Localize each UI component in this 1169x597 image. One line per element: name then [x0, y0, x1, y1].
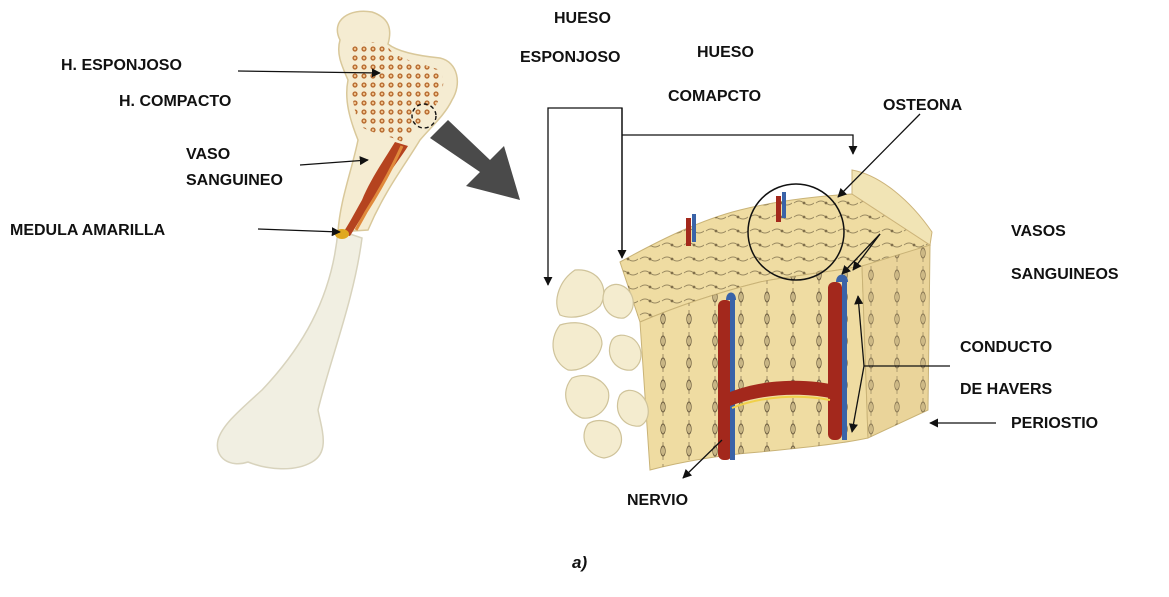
label-vaso-line2: SANGUINEO [186, 172, 283, 190]
label-periostio: PERIOSTIO [1011, 415, 1098, 433]
label-hueso-compacto-line2: COMAPCTO [668, 88, 761, 106]
label-hueso-esponjoso-line1: HUESO [554, 10, 611, 28]
label-hueso-esponjoso-line2: ESPONJOSO [520, 49, 620, 67]
bone-section-illustration [553, 170, 932, 470]
label-medula-amarilla: MEDULA AMARILLA [10, 222, 165, 240]
label-vasos-line2: SANGUINEOS [1011, 266, 1119, 284]
label-conducto-line1: CONDUCTO [960, 339, 1052, 357]
femur-illustration [217, 11, 457, 469]
zoom-arrow [430, 120, 520, 200]
label-h-compacto: H. COMPACTO [119, 93, 231, 111]
label-h-esponjoso: H. ESPONJOSO [61, 57, 182, 75]
yellow-marrow-spot [335, 229, 349, 239]
label-nervio: NERVIO [627, 492, 688, 510]
label-vaso-line1: VASO [186, 146, 230, 164]
label-hueso-compacto-line1: HUESO [697, 44, 754, 62]
femur-shaft [217, 230, 362, 469]
label-conducto-line2: DE HAVERS [960, 381, 1052, 399]
label-vasos-line1: VASOS [1011, 223, 1066, 241]
label-osteona: OSTEONA [883, 97, 962, 115]
figure-caption: a) [572, 553, 587, 573]
